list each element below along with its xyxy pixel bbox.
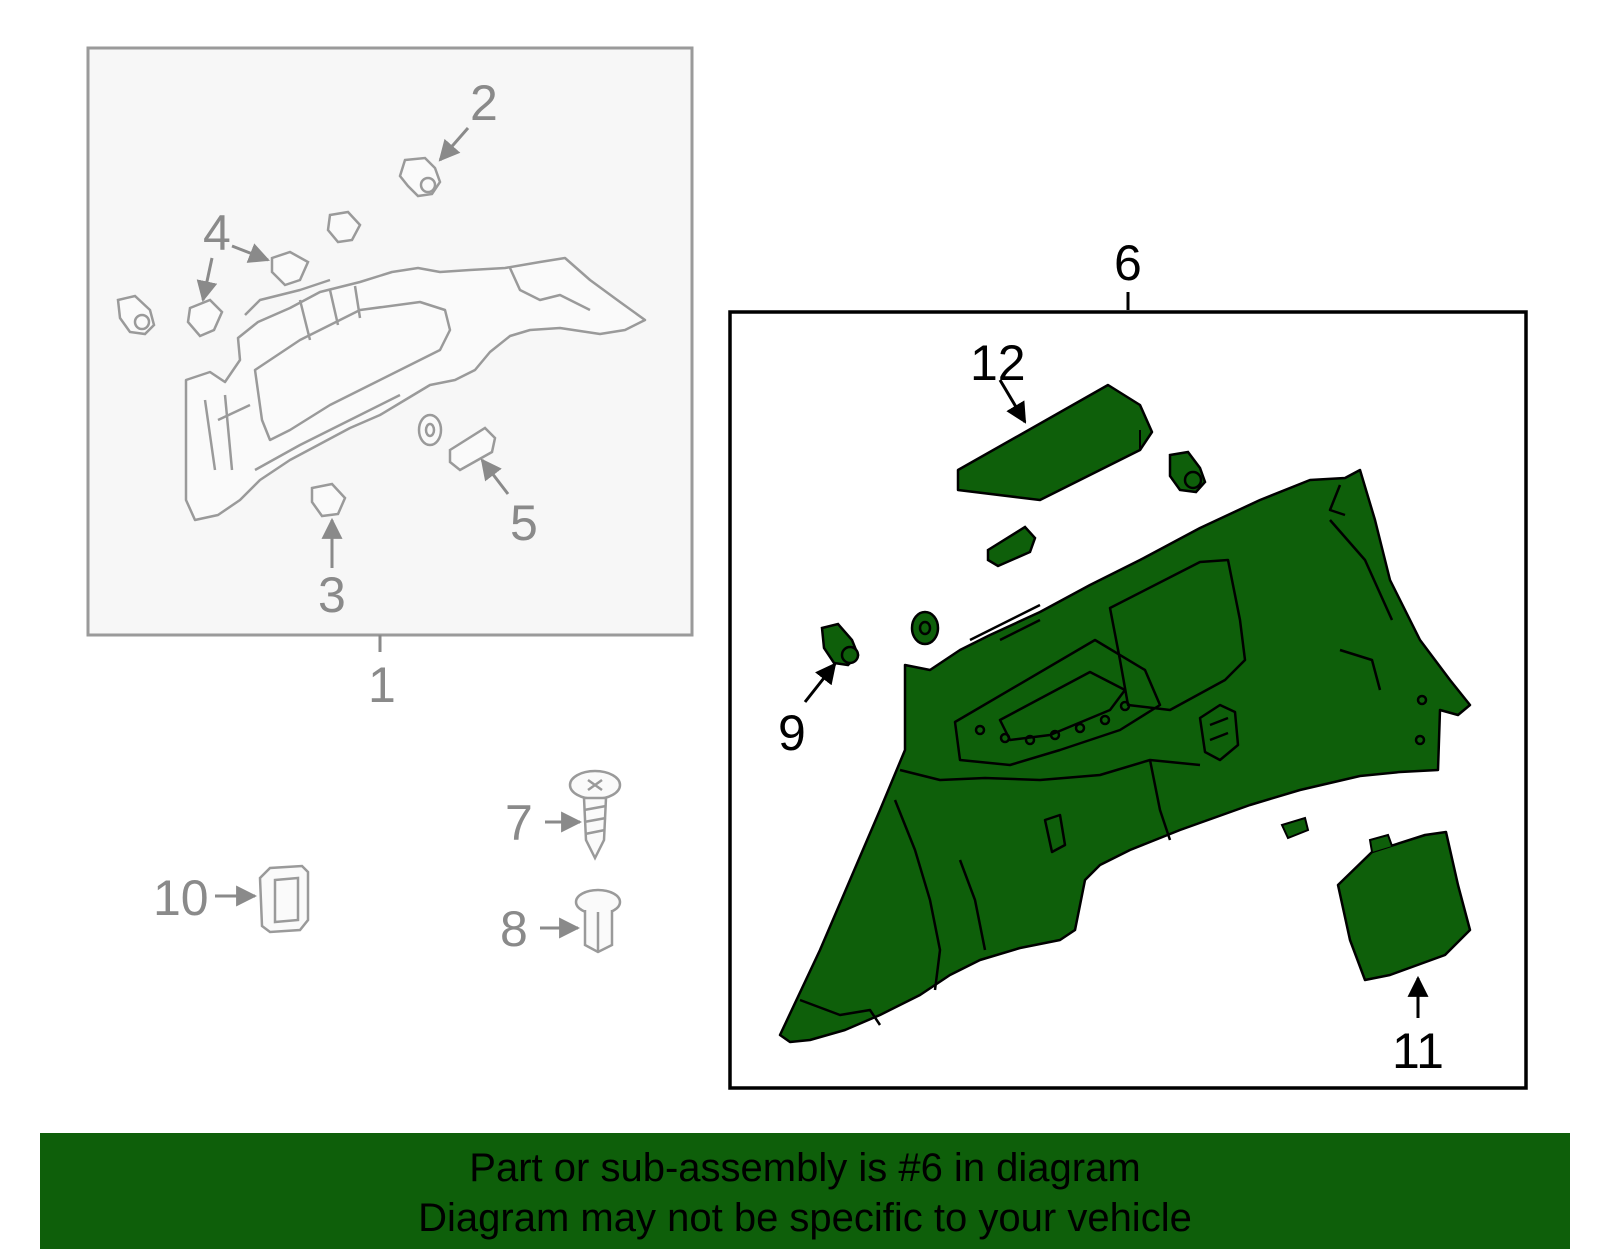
part-10-clip xyxy=(258,864,310,934)
part-8-nut xyxy=(574,888,622,954)
part-6-trim-panel xyxy=(778,468,1472,1044)
callout-5: 5 xyxy=(510,495,538,551)
leader-9 xyxy=(803,662,837,703)
part-11-cover xyxy=(1336,830,1472,982)
part-7-screw xyxy=(568,769,622,861)
leader-12 xyxy=(998,379,1027,424)
callout-2: 2 xyxy=(470,75,498,131)
callout-7: 7 xyxy=(505,795,533,851)
part-washer-right xyxy=(910,610,940,646)
callout-10: 10 xyxy=(153,870,209,926)
part-clip-top xyxy=(326,210,362,244)
parts-diagram: 2 4 5 3 1 7 8 10 6 xyxy=(86,46,1528,1090)
banner-line-2: Diagram may not be specific to your vehi… xyxy=(418,1196,1192,1240)
part-push-pin-right xyxy=(1168,450,1207,494)
part-push-pin-left xyxy=(116,294,156,336)
loose-parts: 7 8 10 xyxy=(153,769,622,957)
part-washer xyxy=(417,413,443,447)
part-small-clip-right xyxy=(986,525,1037,568)
part-9-pin xyxy=(820,622,860,667)
part-4-clip-a xyxy=(270,250,310,287)
callout-3: 3 xyxy=(318,567,346,623)
callout-12: 12 xyxy=(970,335,1026,391)
callout-1: 1 xyxy=(368,657,396,713)
left-leaders xyxy=(196,127,510,652)
callout-9: 9 xyxy=(778,705,806,761)
part-6-group: 6 12 9 xyxy=(728,235,1528,1090)
callout-11: 11 xyxy=(1392,1023,1444,1079)
part-3-clip xyxy=(310,482,347,518)
banner-line-1: Part or sub-assembly is #6 in diagram xyxy=(469,1146,1141,1190)
part-1-trim-panel xyxy=(184,256,647,522)
part-5-clip xyxy=(448,426,497,472)
callout-6: 6 xyxy=(1114,235,1142,291)
part-1-group: 2 4 5 3 1 xyxy=(86,46,694,713)
part-6-bottom-tab xyxy=(1280,816,1310,840)
callout-8: 8 xyxy=(500,901,528,957)
part-2-clip xyxy=(398,156,442,198)
info-banner: Part or sub-assembly is #6 in diagram Di… xyxy=(40,1133,1570,1249)
callout-4: 4 xyxy=(203,205,231,261)
